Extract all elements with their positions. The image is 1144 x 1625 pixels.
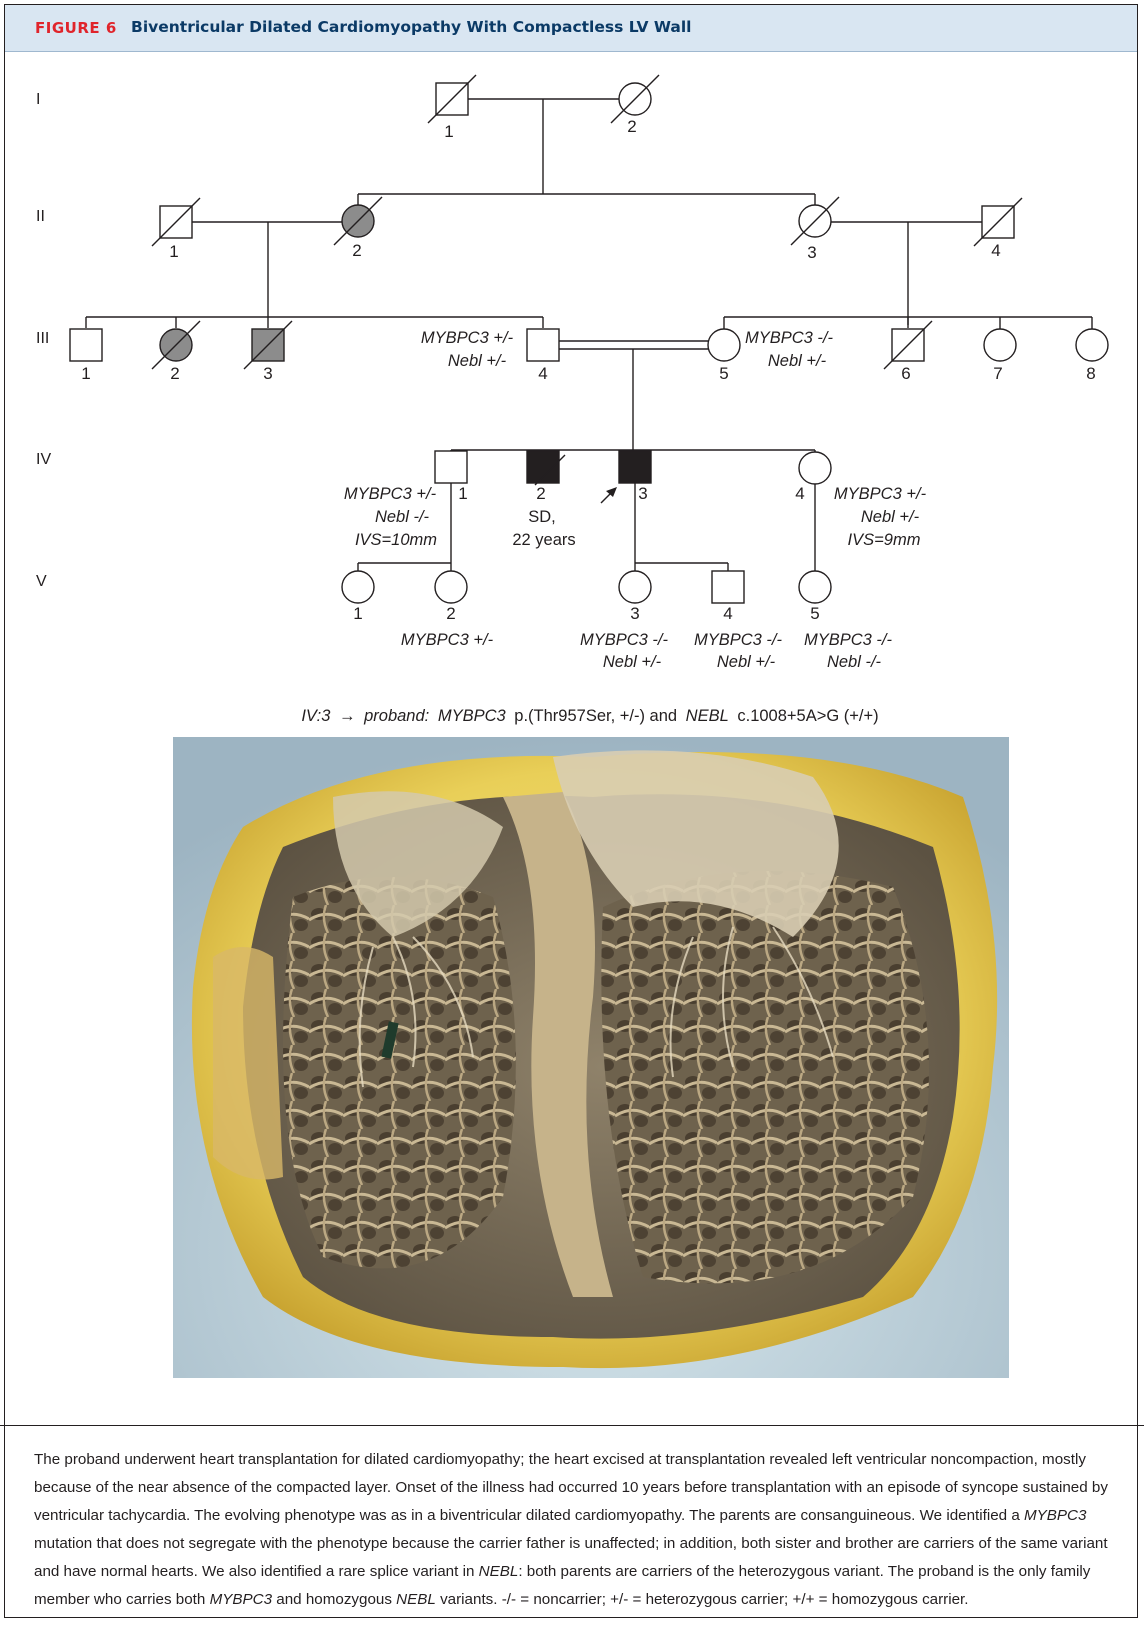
proband-gene1: MYBPC3 bbox=[438, 707, 507, 725]
member-number: 2 bbox=[536, 484, 545, 503]
genotype-V5-mybpc3: MYBPC3 -/- bbox=[804, 631, 893, 649]
genotype-V3-mybpc3: MYBPC3 -/- bbox=[580, 631, 669, 649]
gen-label-II: II bbox=[36, 208, 45, 225]
genotype-III5-nebl: Nebl +/- bbox=[768, 352, 827, 370]
legend-gene-name: MYBPC3 bbox=[1024, 1507, 1086, 1524]
gen-label-IV: IV bbox=[36, 451, 51, 468]
member-number: 3 bbox=[638, 484, 647, 503]
member-number: 1 bbox=[444, 122, 453, 141]
member-number: 3 bbox=[630, 604, 639, 623]
pedigree-chart: I II III IV V 1 2 1 2 3 4 1 2 3 4 5 6 7 … bbox=[0, 0, 1144, 730]
genotype-IV4-mybpc3: MYBPC3 +/- bbox=[834, 485, 927, 503]
member-number: 2 bbox=[446, 604, 455, 623]
proband-caption: IV:3 → proband: MYBPC3 p.(Thr957Ser, +/-… bbox=[301, 707, 878, 725]
genotype-V4-mybpc3: MYBPC3 -/- bbox=[694, 631, 783, 649]
proband-arrow: → bbox=[339, 707, 356, 725]
genotype-III4-mybpc3: MYBPC3 +/- bbox=[421, 329, 514, 347]
IV2-note-sd: SD, bbox=[528, 508, 556, 526]
legend-text: and homozygous bbox=[272, 1591, 396, 1608]
genotype-III5-mybpc3: MYBPC3 -/- bbox=[745, 329, 834, 347]
legend-gene-name: NEBL bbox=[396, 1591, 436, 1608]
genotype-V3-nebl: Nebl +/- bbox=[603, 653, 662, 671]
gen-label-I: I bbox=[36, 91, 40, 108]
genotype-III4-nebl: Nebl +/- bbox=[448, 352, 507, 370]
member-number: 4 bbox=[991, 241, 1000, 260]
member-number: 7 bbox=[993, 364, 1002, 383]
genotype-IV4-ivs: IVS=9mm bbox=[848, 531, 921, 549]
IV2-note-age: 22 years bbox=[512, 531, 575, 549]
member-number: 4 bbox=[538, 364, 547, 383]
member-number: 2 bbox=[352, 241, 361, 260]
member-number: 5 bbox=[719, 364, 728, 383]
legend-text: variants. -/- = noncarrier; +/- = hetero… bbox=[436, 1591, 969, 1608]
member-number: 4 bbox=[723, 604, 732, 623]
legend-gene-name: NEBL bbox=[479, 1563, 519, 1580]
gen-label-V: V bbox=[36, 573, 47, 590]
gen-label-III: III bbox=[36, 330, 49, 347]
genotype-V5-nebl: Nebl -/- bbox=[827, 653, 882, 671]
proband-variant1: p.(Thr957Ser, +/-) and bbox=[514, 707, 677, 725]
caption-divider bbox=[0, 1425, 1144, 1426]
proband-label: proband: bbox=[363, 707, 429, 725]
genotype-IV4-nebl: Nebl +/- bbox=[861, 508, 920, 526]
figure-legend: The proband underwent heart transplantat… bbox=[34, 1446, 1112, 1614]
member-number: 6 bbox=[901, 364, 910, 383]
legend-text: The proband underwent heart transplantat… bbox=[34, 1451, 1108, 1524]
member-number: 5 bbox=[810, 604, 819, 623]
genotype-IV1-ivs: IVS=10mm bbox=[355, 531, 437, 549]
proband-gene2: NEBL bbox=[686, 707, 729, 725]
member-number: 3 bbox=[263, 364, 272, 383]
proband-variant2: c.1008+5A>G (+/+) bbox=[737, 707, 878, 725]
member-number: 1 bbox=[458, 484, 467, 503]
member-number: 8 bbox=[1086, 364, 1095, 383]
member-number: 1 bbox=[169, 242, 178, 261]
member-number: 1 bbox=[81, 364, 90, 383]
genotype-IV1-nebl: Nebl -/- bbox=[375, 508, 430, 526]
member-number: 2 bbox=[627, 117, 636, 136]
member-number: 3 bbox=[807, 243, 816, 262]
member-number: 2 bbox=[170, 364, 179, 383]
legend-gene-name: MYBPC3 bbox=[210, 1591, 272, 1608]
member-number: 4 bbox=[795, 484, 804, 503]
heart-specimen-photo bbox=[173, 737, 1009, 1378]
genotype-V2-mybpc3: MYBPC3 +/- bbox=[401, 631, 494, 649]
genotype-IV1-mybpc3: MYBPC3 +/- bbox=[344, 485, 437, 503]
genotype-V4-nebl: Nebl +/- bbox=[717, 653, 776, 671]
proband-id: IV:3 bbox=[301, 707, 331, 725]
member-number: 1 bbox=[353, 604, 362, 623]
